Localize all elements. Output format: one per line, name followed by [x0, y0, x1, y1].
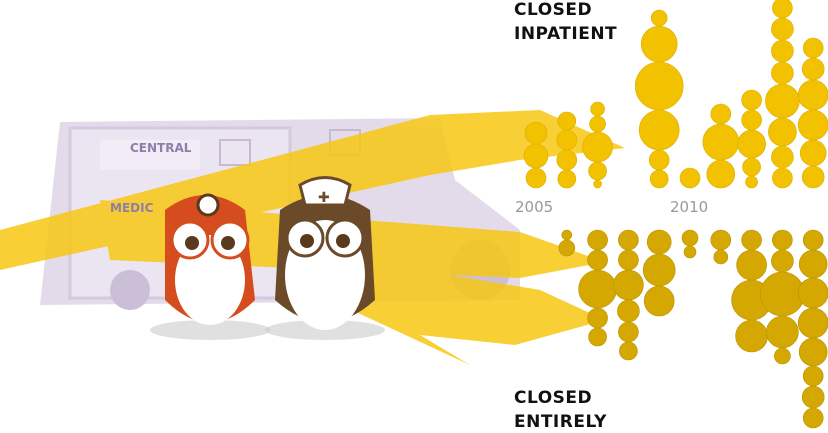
label-line: CLOSED [514, 388, 593, 408]
bubble-closed-inpatient-2011 [702, 123, 740, 161]
bubble-closed-inpatient-2013 [772, 167, 793, 189]
bubble-closed-entirely-2008 [618, 229, 639, 251]
bubble-closed-inpatient-2014 [801, 165, 825, 189]
tick-label-2005: 2005 [515, 198, 554, 216]
bubble-closed-entirely-2012 [735, 319, 768, 353]
bubble-closed-inpatient-2007 [582, 131, 613, 163]
series-label-closed-inpatient: CLOSED INPATIENT [514, 0, 617, 46]
bubble-closed-entirely-2009 [642, 253, 676, 287]
bubble-closed-entirely-2013 [771, 249, 794, 273]
ambulance-text: MEDIC [110, 201, 154, 215]
bubble-closed-inpatient-2009 [638, 109, 680, 151]
bubble-closed-inpatient-2014 [801, 57, 825, 81]
bubble-closed-inpatient-2009 [648, 149, 670, 171]
bubble-closed-inpatient-2009 [650, 9, 668, 27]
bubble-closed-entirely-2014 [798, 249, 828, 279]
bubble-closed-entirely-2007 [588, 327, 607, 347]
bubble-closed-entirely-2014 [797, 307, 828, 339]
bubble-closed-inpatient-2014 [797, 109, 828, 141]
bubble-closed-entirely-2006 [558, 239, 576, 257]
bubble-closed-entirely-2009 [643, 285, 675, 317]
bubble-closed-entirely-2013 [772, 229, 793, 251]
bubble-closed-inpatient-2013 [772, 0, 793, 19]
nurse-owl-illustration: ✚ [265, 176, 385, 340]
bubble-closed-inpatient-2005 [525, 167, 547, 189]
bubble-closed-entirely-2013 [774, 347, 791, 365]
bubble-closed-inpatient-2007 [589, 115, 606, 133]
bubble-closed-entirely-2013 [760, 271, 805, 317]
bubble-closed-entirely-2011 [710, 229, 732, 251]
bubble-closed-entirely-2008 [619, 341, 638, 361]
bubble-closed-inpatient-2012 [741, 109, 762, 131]
bubble-closed-entirely-2010 [681, 229, 699, 247]
bubble-closed-inpatient-2014 [797, 79, 828, 111]
bubble-closed-inpatient-2006 [557, 111, 577, 131]
bubble-closed-inpatient-2005 [523, 143, 549, 169]
bubble-closed-entirely-2008 [618, 321, 639, 343]
label-line: ENTIRELY [514, 412, 607, 432]
bubble-closed-inpatient-2013 [771, 61, 794, 85]
bubble-closed-inpatient-2009 [640, 25, 678, 63]
bubble-closed-entirely-2008 [618, 249, 639, 271]
bubble-closed-inpatient-2014 [799, 139, 827, 167]
bubble-closed-inpatient-2007 [593, 179, 602, 189]
bubble-closed-inpatient-2012 [745, 175, 758, 189]
svg-text:✚: ✚ [318, 190, 330, 206]
bubble-closed-entirely-2014 [797, 277, 828, 309]
ambulance-labels: CENTRAL MEDIC [110, 141, 192, 215]
bubble-closed-entirely-2006 [561, 229, 573, 241]
bubble-closed-inpatient-2006 [557, 169, 577, 189]
bubble-closed-entirely-2007 [587, 307, 608, 329]
doctor-owl-illustration [150, 193, 270, 340]
bubble-closed-entirely-2008 [613, 269, 644, 301]
label-line: INPATIENT [514, 24, 618, 44]
bubble-closed-entirely-2009 [646, 229, 672, 255]
bubble-closed-inpatient-2007 [590, 101, 605, 117]
series-label-closed-entirely: CLOSED ENTIRELY [514, 386, 607, 433]
bubble-closed-inpatient-2006 [556, 129, 578, 151]
bubble-closed-inpatient-2009 [649, 169, 669, 189]
bubble-closed-inpatient-2013 [771, 39, 794, 63]
bubble-closed-entirely-2007 [578, 269, 617, 309]
bubble-closed-entirely-2008 [617, 299, 640, 323]
bubble-closed-entirely-2014 [802, 407, 824, 429]
bubble-closed-inpatient-2009 [634, 61, 684, 111]
bubble-closed-inpatient-2013 [768, 117, 797, 147]
bubble-closed-entirely-2014 [802, 365, 824, 387]
bubble-closed-entirely-2011 [713, 249, 729, 265]
bubble-closed-entirely-2014 [801, 385, 825, 409]
bubble-closed-entirely-2014 [798, 337, 828, 367]
bubble-closed-inpatient-2010 [679, 167, 701, 189]
bubble-closed-inpatient-2013 [771, 17, 794, 41]
bubble-closed-inpatient-2013 [765, 83, 800, 119]
tick-label-2010: 2010 [670, 198, 709, 216]
bubble-closed-entirely-2007 [587, 249, 608, 271]
nurse-cap-icon [298, 176, 352, 207]
arrow-shape [300, 250, 605, 365]
head-mirror-icon [196, 193, 220, 217]
bubble-closed-inpatient-2011 [710, 103, 732, 125]
bubble-closed-entirely-2012 [736, 249, 767, 281]
bubble-closed-entirely-2007 [587, 229, 608, 251]
bubble-closed-inpatient-2007 [588, 161, 607, 181]
bubble-closed-entirely-2013 [766, 315, 799, 349]
ambulance-text: CENTRAL [130, 141, 192, 155]
bubble-closed-inpatient-2012 [737, 129, 766, 159]
bubble-closed-inpatient-2014 [802, 37, 824, 59]
bubble-closed-inpatient-2012 [741, 89, 762, 111]
bubble-closed-entirely-2010 [683, 245, 697, 259]
bubble-closed-entirely-2014 [802, 229, 824, 251]
bubble-closed-inpatient-2005 [524, 121, 548, 145]
bubble-closed-inpatient-2011 [706, 159, 736, 189]
bubble-closed-entirely-2012 [741, 229, 762, 251]
bubble-closed-inpatient-2013 [771, 145, 794, 169]
bubble-closed-inpatient-2006 [556, 149, 578, 171]
label-line: CLOSED [514, 0, 593, 20]
bubble-closed-inpatient-2012 [742, 157, 761, 177]
